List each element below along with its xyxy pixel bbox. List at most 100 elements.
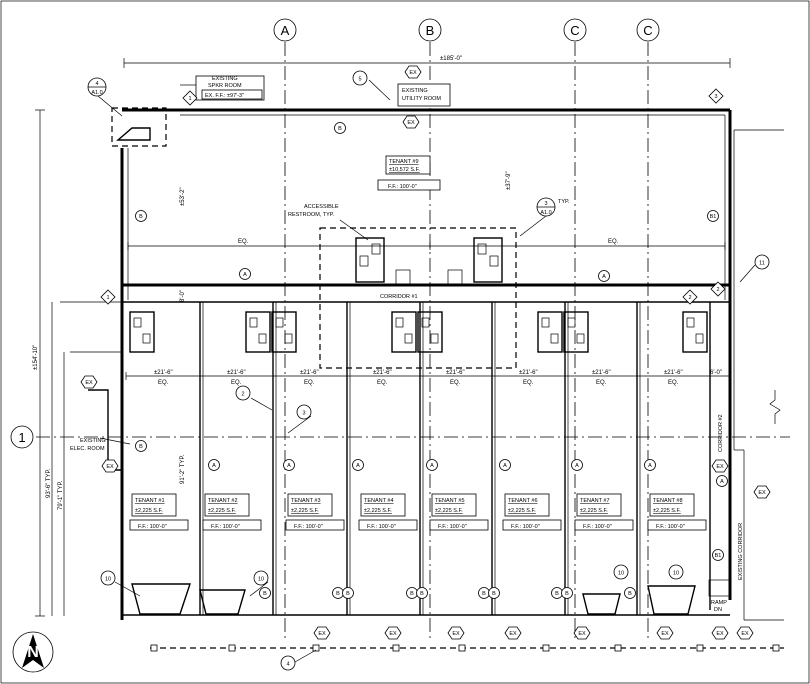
existing-tag: EX (711, 626, 729, 640)
leader-line (519, 215, 547, 237)
tenant-labels: TENANT #1±2,225 S.F.F.F.: 100'-0" TENANT … (129, 493, 707, 531)
wall-tag-a: A (426, 459, 438, 471)
svg-text:EX: EX (106, 464, 114, 470)
svg-text:EQ.: EQ. (668, 380, 679, 386)
wall-tag-b: B (551, 587, 563, 599)
fixture-right (447, 269, 463, 285)
label-tenant-8: TENANT #8±2,225 S.F.F.F.: 100'-0" (647, 493, 707, 531)
svg-text:A: A (575, 463, 579, 469)
existing-tag: EX (404, 65, 422, 79)
svg-text:±21'-6": ±21'-6" (519, 370, 538, 376)
svg-text:A: A (356, 463, 360, 469)
wall-tag-b: B (135, 210, 147, 222)
svg-text:±2,225 S.F.: ±2,225 S.F. (435, 508, 463, 514)
svg-text:±2,225 S.F.: ±2,225 S.F. (291, 508, 319, 514)
svg-text:±21'-6": ±21'-6" (373, 370, 392, 376)
dimension-eq-row: EQ. EQ. (127, 239, 726, 250)
keynote-10: 10 (613, 564, 629, 580)
label-typ: TYP. (558, 199, 570, 205)
toilet-fixture (541, 317, 550, 328)
grid-bubble-c2: C (636, 18, 660, 42)
toilet-fixture (133, 317, 142, 328)
site-post (150, 644, 158, 652)
building-walls (60, 108, 784, 621)
wall-tag-b: B (416, 587, 428, 599)
toilet-fixture (249, 317, 258, 328)
site-post (228, 644, 236, 652)
svg-text:A: A (287, 463, 291, 469)
svg-text:EQ.: EQ. (231, 380, 242, 386)
lavatory-fixture (258, 333, 267, 344)
svg-text:±21'-6": ±21'-6" (664, 370, 683, 376)
lavatory-fixture (142, 333, 151, 344)
toilet-fixture (567, 317, 576, 328)
wall-tag-b: B (332, 587, 344, 599)
svg-text:A: A (503, 463, 507, 469)
restroom-stall (271, 311, 297, 353)
svg-text:B: B (426, 23, 435, 38)
svg-text:B: B (628, 591, 632, 597)
label-tenant-3: TENANT #3±2,225 S.F.F.F.: 100'-0" (285, 493, 345, 531)
grid-bubble-c1: C (563, 18, 587, 42)
svg-text:1: 1 (106, 295, 109, 301)
wall-tag-a: A (352, 459, 364, 471)
svg-text:EQ.: EQ. (608, 239, 619, 245)
keynote-3: 3 (708, 88, 724, 104)
svg-text:B: B (336, 591, 340, 597)
svg-text:5: 5 (358, 77, 361, 83)
tenant-restrooms (129, 311, 708, 353)
existing-tag: EX (504, 626, 522, 640)
site-post (614, 644, 622, 652)
svg-text:B: B (346, 591, 350, 597)
fixture-left (395, 269, 411, 285)
svg-text:EX: EX (661, 631, 669, 637)
svg-text:B: B (338, 126, 342, 132)
svg-text:B: B (492, 591, 496, 597)
lavatory-fixture (695, 333, 704, 344)
svg-text:EX: EX (578, 631, 586, 637)
restroom-stall (417, 311, 443, 353)
svg-text:TENANT #3: TENANT #3 (291, 498, 321, 504)
label-tenant-1: TENANT #1±2,225 S.F.F.F.: 100'-0" (129, 493, 189, 531)
svg-text:3: 3 (302, 411, 305, 417)
svg-text:EX: EX (389, 631, 397, 637)
property-line (150, 644, 784, 652)
svg-text:B: B (420, 591, 424, 597)
svg-text:93'-6" TYP.: 93'-6" TYP. (46, 468, 52, 498)
svg-text:A1.0: A1.0 (540, 210, 551, 216)
site-post (772, 644, 780, 652)
keynote-11: 11 (754, 254, 770, 270)
label-corridor-2: CORRIDOR #2 (718, 414, 724, 452)
dim-tenant9-depth-right: ±37'-9" (506, 171, 512, 190)
dimension-left-overall: ±154'-10" (33, 109, 45, 617)
toilet-fixture (421, 317, 430, 328)
svg-text:EQ.: EQ. (596, 380, 607, 386)
svg-text:SPKR ROOM: SPKR ROOM (208, 83, 242, 89)
svg-text:A: A (281, 23, 290, 38)
svg-text:B1: B1 (710, 214, 717, 220)
dim-stub: 8'-0" (180, 290, 186, 302)
dimension-bay-row: ±21'-6" ±21'-6" ±21'-6" ±21'-6" ±21'-6" … (125, 370, 730, 386)
keynote-10: 10 (668, 564, 684, 580)
wall-tag-a: A (239, 268, 251, 280)
svg-text:±21'-6": ±21'-6" (300, 370, 319, 376)
svg-text:±21'-6": ±21'-6" (592, 370, 611, 376)
svg-text:79'-1" TYP.: 79'-1" TYP. (58, 480, 64, 510)
dimension-top: ±185'-0" (123, 56, 731, 68)
restroom-stall (245, 311, 271, 353)
north-arrow: N (12, 631, 54, 673)
svg-text:F.F.: 100'-0": F.F.: 100'-0" (388, 184, 417, 190)
grid-bubble-b: B (418, 18, 442, 42)
grid-lines (36, 42, 790, 640)
svg-text:A: A (430, 463, 434, 469)
svg-text:TENANT #2: TENANT #2 (208, 498, 238, 504)
tenant-demising-walls (199, 302, 641, 615)
svg-text:C: C (643, 23, 652, 38)
svg-text:3: 3 (714, 94, 717, 100)
wall-tag-a: A (571, 459, 583, 471)
wall-tag-b: B (488, 587, 500, 599)
svg-text:±21'-6": ±21'-6" (446, 370, 465, 376)
label-existing-corridor: EXISTING CORRIDOR (738, 523, 744, 580)
